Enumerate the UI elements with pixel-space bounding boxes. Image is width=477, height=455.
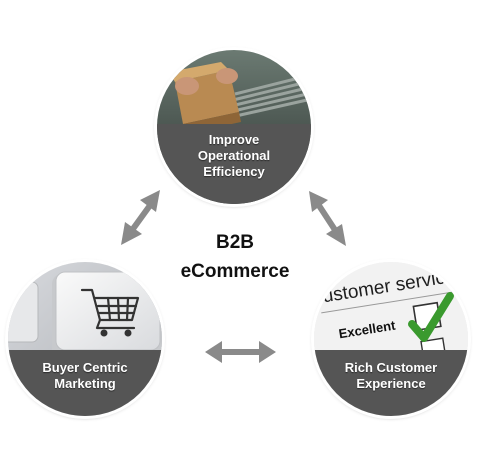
rich-customer-experience-node: ustomer servic Excellent Rich Customer E…	[314, 262, 468, 416]
label-band	[8, 350, 162, 416]
arrow-top-left	[121, 190, 160, 245]
label-band	[157, 124, 311, 204]
center-title-line-1: B2B	[215, 232, 254, 253]
operational-efficiency-label: Improve Operational Efficiency	[157, 132, 311, 180]
buyer-centric-marketing-node: Buyer Centric Marketing	[8, 262, 162, 416]
operational-efficiency-node: Improve Operational Efficiency	[157, 50, 311, 204]
label-line: Efficiency	[203, 164, 265, 179]
center-title-line-2: eCommerce	[180, 261, 290, 282]
label-line: Operational	[197, 148, 271, 163]
buyer-centric-marketing-label: Buyer Centric Marketing	[8, 360, 162, 392]
label-line: Experience	[356, 376, 426, 391]
arrow-top-right	[309, 191, 346, 246]
label-line: Marketing	[54, 376, 116, 391]
label-line: Buyer Centric	[42, 360, 128, 375]
label-line: Improve	[208, 132, 260, 147]
arrow-bottom	[205, 341, 276, 363]
label-line: Rich Customer	[344, 360, 438, 375]
label-band	[314, 350, 468, 416]
shopping-cart-icon	[80, 288, 140, 337]
rich-customer-experience-label: Rich Customer Experience	[314, 360, 468, 392]
green-checkmark-icon	[408, 292, 454, 342]
